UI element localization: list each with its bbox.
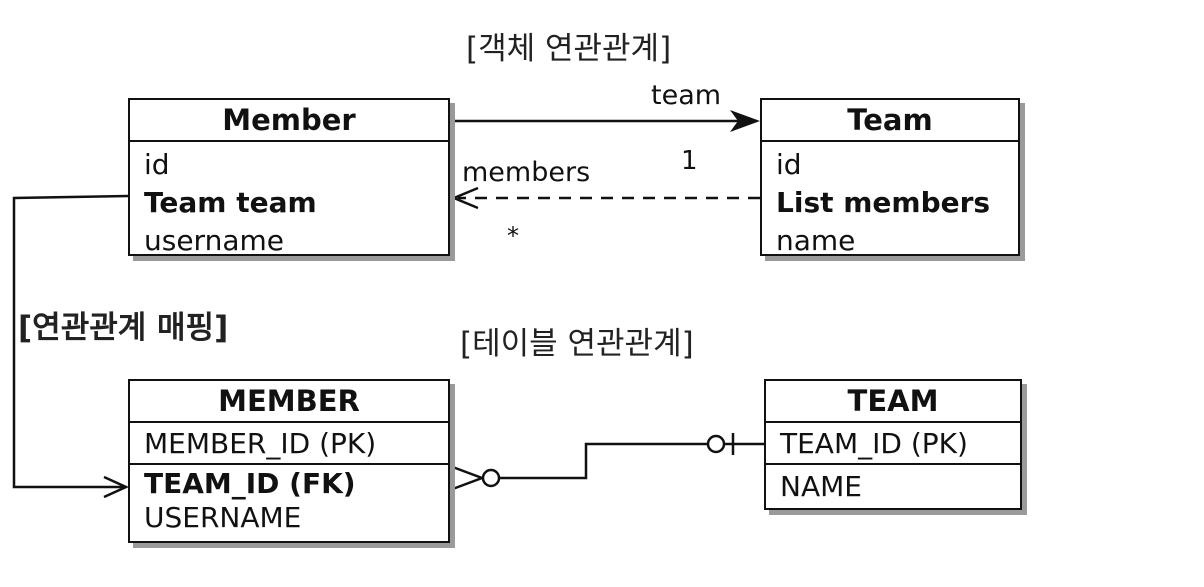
team-class-title: Team [762,100,1018,142]
member-table-title: MEMBER [130,381,448,423]
team-label: team [651,80,722,111]
members-label: members [462,157,591,188]
member-field-username: username [144,224,284,257]
team-field-id: id [776,148,802,181]
team-table-box: TEAM TEAM_ID (PK) NAME [764,379,1022,510]
team-field-members: List members [776,186,991,219]
team-column-name: NAME [766,463,1020,507]
team-association-arrow [450,110,760,132]
mapping-arrow [12,194,130,499]
object-relation-title: [객체 연관관계] [466,31,672,67]
team-table-title: TEAM [766,381,1020,423]
multiplicity-many: * [507,222,519,250]
er-relationship-line [449,433,764,492]
team-class-box: Team id List members name [760,98,1020,257]
member-class-box: Member id Team team username [128,98,450,257]
mapping-title: [연관관계 매핑] [18,310,229,346]
member-column-username: USERNAME [144,501,302,534]
member-column-team-id: TEAM_ID (FK) [130,463,448,503]
team-field-name: name [776,224,856,257]
member-table-box: MEMBER MEMBER_ID (PK) TEAM_ID (FK) USERN… [128,379,450,543]
table-relation-title: [테이블 연관관계] [460,326,694,362]
member-class-title: Member [130,100,448,142]
member-field-id: id [144,148,170,181]
member-field-team: Team team [144,186,317,219]
member-column-member-id: MEMBER_ID (PK) [144,427,377,460]
team-column-team-id: TEAM_ID (PK) [780,427,968,460]
members-association-arrow [450,186,760,210]
multiplicity-one: 1 [681,146,698,176]
